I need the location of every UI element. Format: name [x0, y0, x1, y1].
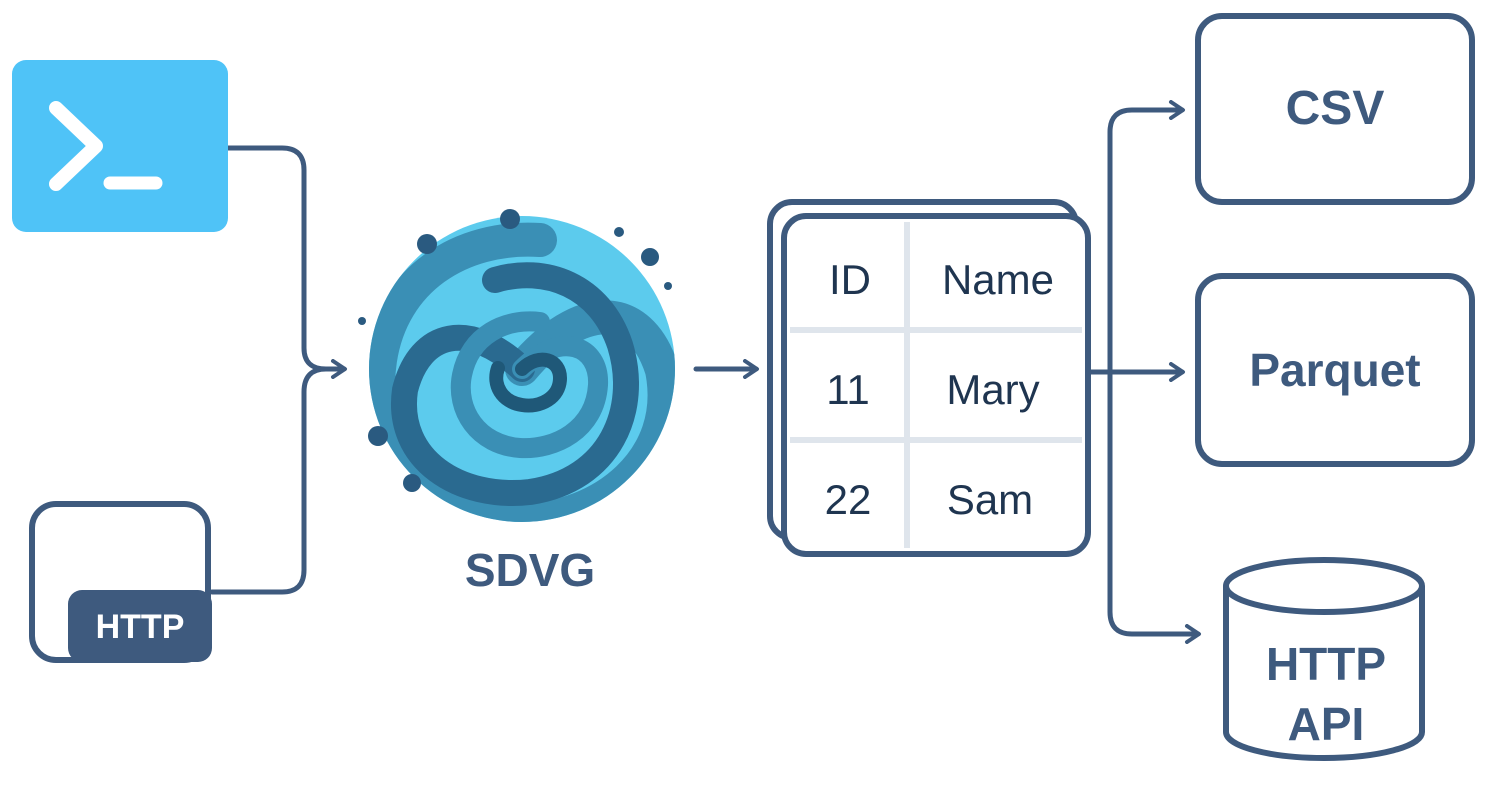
- parquet-box: [1195, 273, 1475, 467]
- engine-node: SDVG: [358, 209, 675, 596]
- engine-label: SDVG: [465, 544, 595, 596]
- to-api-arrow: [1107, 369, 1201, 644]
- table-cell-row2-id: 22: [825, 476, 872, 523]
- terminal-source: [12, 60, 228, 232]
- table-cell-row2-name: Sam: [947, 476, 1033, 523]
- source-connectors: [209, 145, 759, 595]
- http-to-merge-connector: [209, 366, 329, 595]
- table-front-card: [781, 213, 1091, 557]
- database-cylinder-icon: [1223, 557, 1425, 761]
- http-source: HTTP: [29, 501, 212, 663]
- particle-dot: [500, 209, 520, 229]
- table-gridlines: [790, 222, 1082, 548]
- table-cell-row1-id: 11: [826, 366, 870, 413]
- to-csv-arrow: [1107, 100, 1185, 375]
- table-cell-row1-name: Mary: [946, 366, 1039, 413]
- output-http-api: HTTP API: [1223, 557, 1425, 761]
- data-table-icon: ID Name 11 Mary 22 Sam: [767, 199, 1091, 557]
- table-header-id: ID: [829, 256, 871, 303]
- api-label-line2: API: [1288, 698, 1365, 750]
- particle-dot: [358, 317, 366, 325]
- particle-dot: [614, 227, 624, 237]
- particle-dot: [664, 282, 672, 290]
- terminal-to-merge-connector: [225, 145, 329, 372]
- api-label-line1: HTTP: [1266, 638, 1386, 690]
- swirl-logo-icon: [358, 209, 675, 522]
- csv-label: CSV: [1286, 82, 1385, 135]
- http-badge: [68, 590, 212, 662]
- terminal-prompt-icon: [12, 60, 228, 232]
- parquet-label: Parquet: [1249, 344, 1420, 396]
- particle-dot: [403, 474, 421, 492]
- particle-dot: [368, 426, 388, 446]
- particle-dot: [641, 248, 659, 266]
- csv-box: [1195, 13, 1475, 205]
- particle-dot: [417, 234, 437, 254]
- table-header-name: Name: [942, 256, 1054, 303]
- output-csv: CSV: [1195, 13, 1475, 205]
- output-connectors: [1085, 100, 1201, 644]
- prompt-chevron: [49, 101, 103, 191]
- http-badge-text: HTTP: [96, 608, 185, 646]
- output-parquet: Parquet: [1195, 273, 1475, 467]
